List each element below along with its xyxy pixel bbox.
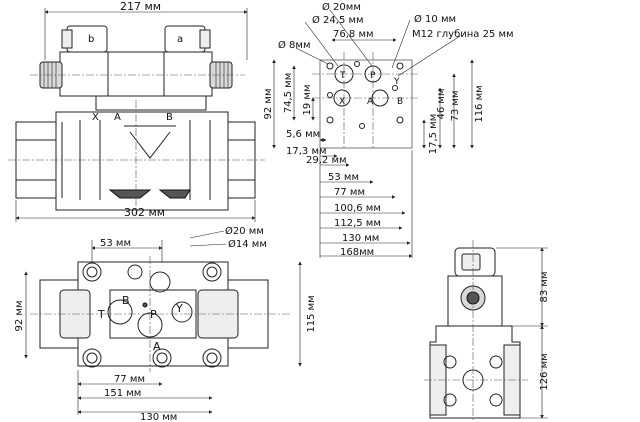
top-label-p: P: [150, 308, 157, 321]
dim-168: 168мм: [340, 247, 374, 258]
side-view: 83 мм 126 мм: [424, 240, 550, 420]
dim-115: 115 мм: [306, 295, 317, 332]
dim-d20-pattern: Ø 20мм: [322, 1, 361, 13]
pattern-label-a: A: [367, 97, 374, 107]
dim-83: 83 мм: [539, 272, 550, 303]
dim-19: 19 мм: [302, 85, 313, 116]
dim-d14-top: Ø14 мм: [228, 238, 267, 250]
dim-d8: Ø 8мм: [278, 39, 311, 51]
solenoid-label-b: b: [88, 34, 94, 45]
top-label-b: B: [122, 294, 130, 307]
top-view: Ø20 мм Ø14 мм 53 мм T P A B Y: [14, 225, 317, 422]
solenoid-label-a: a: [177, 34, 183, 45]
dim-5-6: 5,6 мм: [286, 129, 320, 140]
pattern-label-b: B: [397, 97, 403, 107]
dim-76-8: 76,8 мм: [333, 29, 374, 40]
mounting-face: [319, 59, 413, 149]
front-view: 217 мм b a: [8, 0, 265, 222]
dim-100-6: 100,6 мм: [334, 203, 381, 214]
solenoid-connector-a: [164, 25, 206, 53]
dim-53-pattern: 53 мм: [328, 172, 359, 183]
pattern-label-y: Y: [393, 77, 400, 87]
dim-151: 151 мм: [104, 388, 141, 399]
connector-gland-b: [61, 29, 73, 49]
dim-d10: Ø 10 мм: [414, 13, 456, 25]
dim-130-pattern: 130 мм: [342, 233, 379, 244]
dim-217: 217 мм: [120, 0, 161, 13]
dim-116: 116 мм: [474, 85, 485, 122]
port-x-label: X: [92, 112, 99, 123]
pattern-label-t: T: [339, 71, 346, 81]
top-label-y: Y: [175, 302, 183, 315]
dim-92-top: 92 мм: [14, 301, 25, 332]
top-label-a: A: [153, 340, 161, 353]
dim-17-5-vert: 17,5 мм: [428, 114, 439, 155]
dim-302: 302 мм: [124, 206, 165, 219]
port-a-label: A: [114, 112, 121, 123]
dim-73: 73 мм: [450, 91, 461, 122]
port-b-label: B: [166, 112, 173, 123]
dim-77-pattern: 77 мм: [334, 187, 365, 198]
pattern-label-x: X: [339, 97, 345, 107]
dim-29-2: 29,2 мм: [306, 155, 347, 166]
dim-d24-5: Ø 24,5 мм: [312, 14, 364, 26]
thread-spec: M12 глубина 25 мм: [412, 29, 514, 40]
dim-17-3: 17,3 мм: [286, 146, 327, 157]
dim-46: 46 мм: [436, 89, 447, 120]
connector-gland-a: [199, 29, 211, 49]
solenoid-housing: [59, 51, 213, 97]
dim-130-top: 130 мм: [140, 412, 177, 422]
pilot-valve-body: [95, 95, 207, 111]
dim-53-top: 53 мм: [100, 238, 131, 249]
pattern-label-p: P: [370, 71, 376, 81]
dim-112-5: 112,5 мм: [334, 218, 381, 229]
dim-77-top: 77 мм: [114, 374, 145, 385]
dim-126: 126 мм: [539, 353, 550, 390]
top-label-t: T: [97, 308, 105, 321]
dim-d20-top: Ø20 мм: [225, 225, 264, 237]
dim-74-5: 74,5 мм: [283, 73, 294, 114]
dim-92-pattern: 92 мм: [263, 89, 274, 120]
mounting-pattern-view: T P A B X Y Ø 20мм Ø 24,5 мм Ø 10 мм 76,…: [263, 1, 514, 258]
solenoid-connector-b: [66, 25, 108, 53]
